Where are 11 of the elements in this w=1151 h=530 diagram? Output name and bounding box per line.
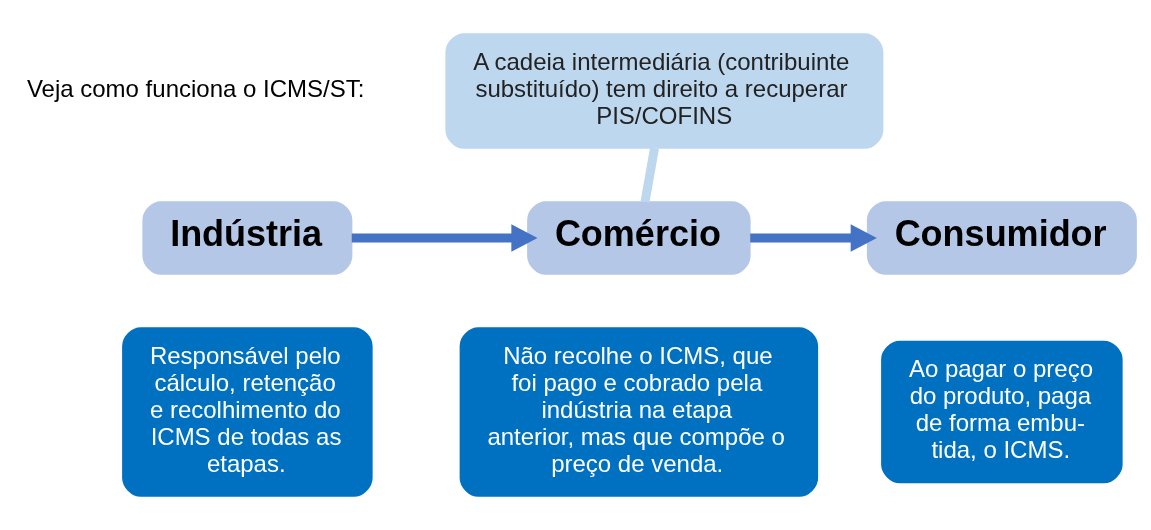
arrow <box>351 224 538 252</box>
node-box: Indústria <box>142 201 353 275</box>
node-box: Consumidor <box>866 201 1137 275</box>
node-box: Responsável pelo cálculo, retenção e recolhimento do ICMS de todas as etapas. <box>122 327 373 497</box>
label: Veja como funciona o ICMS/ST: <box>26 74 365 102</box>
connector <box>640 147 659 203</box>
arrow <box>750 224 877 252</box>
node-box: Ao pagar o preço do produto, paga de forma embu- tida, o ICMS. <box>881 340 1123 484</box>
node-box: Comércio <box>527 201 751 275</box>
node-box: A cadeia intermediária (contribuinte substituído) tem direito a recuperar PIS/COFINS <box>445 33 884 149</box>
node-box: Não recolhe o ICMS, que foi pago e cobrado pela indústria na etapa anterior, mas que compõe o preço de venda. <box>459 327 819 497</box>
